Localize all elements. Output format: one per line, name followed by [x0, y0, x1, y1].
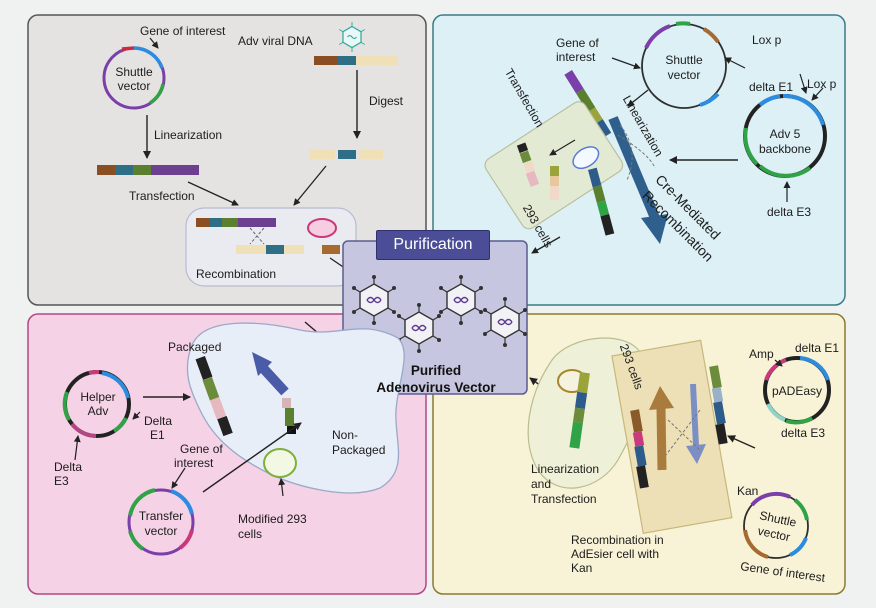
adv5-backbone-plasmid: [743, 93, 827, 178]
recombination-nucleus: [307, 218, 337, 238]
br-shuttle-vector-plasmid: [743, 491, 809, 559]
linear-shuttle-dna: [97, 165, 199, 175]
packaging-cell: [186, 322, 405, 494]
tr-adv5-backbone-label-2: backbone: [758, 142, 812, 156]
purified-label-line-1: Purified: [410, 363, 462, 378]
tl-linearization-label: Linearization: [154, 128, 223, 142]
tr-shuttle-vector-plasmid: [641, 21, 727, 109]
bl-gene-of-interest-label-2: interest: [174, 456, 214, 470]
recombining-dna: [196, 218, 304, 254]
br-recombination-label-2: AdEsier cell with: [571, 547, 660, 561]
tr-shuttle-vector-label-1: Shuttle: [665, 53, 703, 67]
cre-recombination-arrow: [608, 116, 668, 244]
packaged-dna: [195, 355, 233, 437]
adv-viral-dna: [314, 56, 398, 65]
br-recombination-label-1: Recombination in: [571, 533, 664, 547]
br-delta-e3-label: delta E3: [781, 426, 826, 440]
bl-delta-e3-label-2: E3: [54, 474, 69, 488]
purified-label-line-2: Adenovirus Vector: [376, 380, 496, 395]
tr-lox-p-right-label: Lox p: [807, 77, 837, 91]
br-recombination-dna: [630, 365, 728, 489]
br-blue-arrow: [686, 383, 706, 464]
tr-linear-dna: [564, 70, 612, 138]
digested-viral-dna: [309, 150, 383, 159]
br-linearization-label-1: Linearization: [531, 462, 600, 476]
bl-modified-293-label-2: cells: [238, 527, 263, 541]
panel-top-right: [432, 14, 846, 306]
padeasy-plasmid: [763, 356, 831, 425]
purified-vector-label: Purified Adenovirus Vector: [346, 362, 526, 396]
tl-shuttle-vector-label-2: vector: [117, 79, 151, 93]
packaging-arrow: [252, 352, 289, 396]
tl-digest-label: Digest: [369, 94, 404, 108]
bl-delta-e3-label-1: Delta: [54, 460, 83, 474]
tl-adv-viral-dna-label: Adv viral DNA: [238, 34, 313, 48]
bl-delta-e1-label-2: E1: [150, 428, 165, 442]
bl-packaged-label: Packaged: [168, 340, 222, 354]
br-cell-dna: [569, 372, 590, 449]
bl-non-packaged-label-2: Packaged: [332, 443, 386, 457]
transfer-vector-plasmid: [127, 488, 195, 556]
br-padeasy-label: pADEasy: [772, 384, 823, 398]
br-recombination-label-3: Kan: [571, 561, 593, 575]
bl-helper-adv-label-2: Adv: [87, 404, 109, 418]
tr-adv5-backbone-label-1: Adv 5: [769, 127, 801, 141]
tr-gene-of-interest-label-2: interest: [556, 50, 596, 64]
br-linearization-label-2: and: [531, 477, 552, 491]
shuttle-vector-plasmid: [102, 46, 166, 110]
tr-shuttle-vector-label-2: vector: [667, 68, 701, 82]
tr-cell-dna: [516, 142, 559, 200]
tl-recombination-label: Recombination: [196, 267, 277, 281]
bl-gene-of-interest-label-1: Gene of: [180, 442, 223, 456]
bl-delta-e1-label-1: Delta: [144, 414, 173, 428]
tr-delta-e1-label: delta E1: [749, 80, 794, 94]
bl-transfer-vector-label-2: vector: [144, 524, 178, 538]
tr-delta-e3-label: delta E3: [767, 205, 812, 219]
bl-helper-adv-label-1: Helper: [80, 390, 116, 404]
bl-transfer-vector-label-1: Transfer: [138, 509, 184, 523]
bl-non-packaged-label-1: Non-: [332, 428, 359, 442]
tl-shuttle-vector-label-1: Shuttle: [115, 65, 153, 79]
purification-title: Purification: [376, 230, 490, 260]
modified-293-nucleus: [263, 448, 297, 478]
tl-transfection-label: Transfection: [129, 189, 195, 203]
bl-modified-293-label-1: Modified 293: [238, 512, 307, 526]
tr-recombined-dna: [588, 167, 615, 236]
tl-gene-of-interest-label: Gene of interest: [140, 24, 226, 38]
br-brown-arrow: [649, 386, 674, 471]
br-delta-e1-label: delta E1: [795, 341, 840, 355]
br-kan-label: Kan: [737, 484, 759, 498]
tr-293-cells: [484, 101, 624, 230]
tr-lox-p-top-label: Lox p: [752, 33, 782, 47]
br-amp-label: Amp: [749, 347, 774, 361]
adenovirus-icon: [339, 22, 365, 52]
br-linearization-label-3: Transfection: [531, 492, 597, 506]
helper-adv-plasmid: [62, 369, 131, 438]
tr-gene-of-interest-label-1: Gene of: [556, 36, 599, 50]
